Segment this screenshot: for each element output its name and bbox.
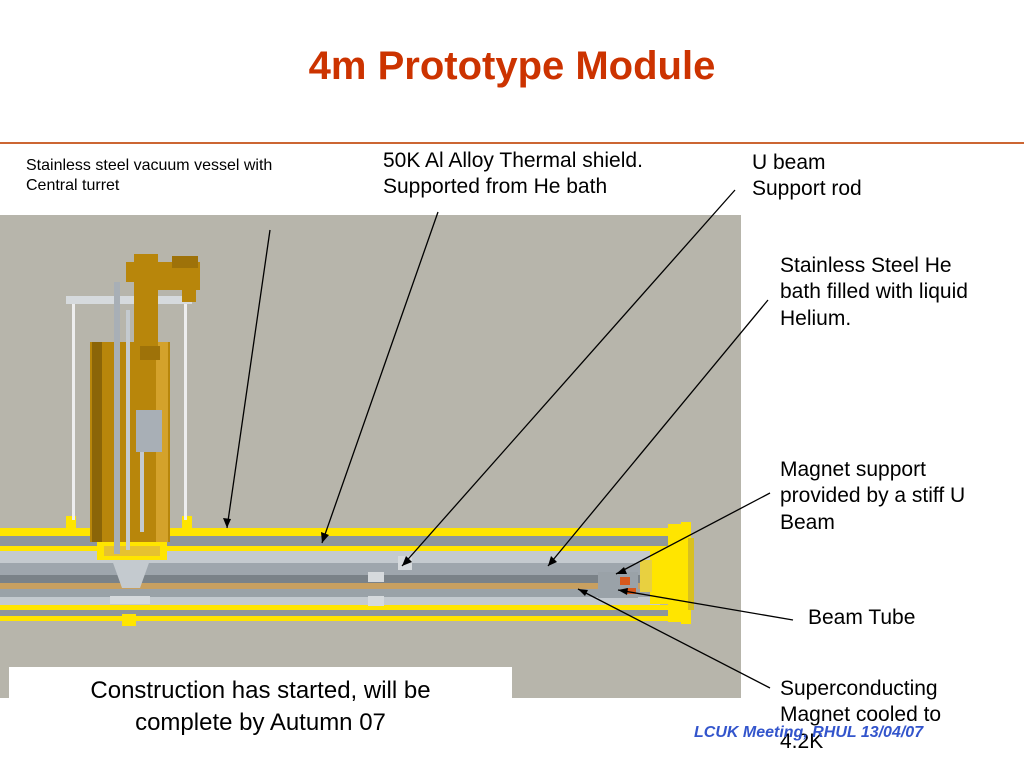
leader-ubeam bbox=[401, 189, 736, 567]
vacuum-vessel bbox=[0, 528, 680, 621]
leader-lines bbox=[226, 189, 794, 689]
leader-vessel bbox=[226, 229, 271, 529]
label-thermal-shield: 50K Al Alloy Thermal shield.Supported fr… bbox=[383, 149, 643, 199]
label-beam-tube: Beam Tube bbox=[808, 606, 916, 629]
end-flange bbox=[598, 522, 694, 624]
slide-footer: LCUK Meeting, RHUL 13/04/07 bbox=[694, 724, 924, 741]
leader-hebath bbox=[547, 299, 769, 567]
leader-arrowheads bbox=[223, 518, 628, 596]
central-turret bbox=[66, 254, 200, 588]
title-divider bbox=[0, 142, 1024, 144]
leader-sc bbox=[577, 588, 771, 689]
leader-shield bbox=[321, 211, 439, 544]
leader-btube bbox=[617, 589, 794, 621]
slide-title: 4m Prototype Module bbox=[308, 44, 716, 88]
leader-magsup bbox=[615, 492, 771, 575]
